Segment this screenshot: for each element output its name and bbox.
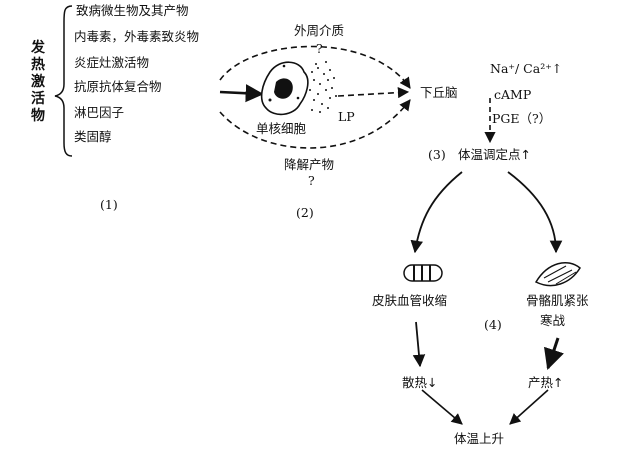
stage-4-number: (4) [484, 317, 502, 332]
stage-1-number: (1) [100, 197, 118, 212]
right-branch-arrow [507, 171, 563, 254]
left-branch-arrow [410, 171, 463, 254]
degradation-product-label: 降解产物 [284, 157, 335, 172]
shivering-label: 寒战 [540, 313, 566, 328]
activator-item-2: 内毒素，外毒素致炎物 [74, 29, 200, 44]
gain-to-rise-arrow [509, 389, 549, 425]
monocyte-label: 单核细胞 [256, 121, 307, 136]
peripheral-mediator-question: ? [316, 41, 323, 56]
heat-loss-label: 散热↓ [402, 375, 438, 390]
muscle-icon [534, 262, 581, 287]
activator-item-6: 类固醇 [74, 129, 112, 144]
activator-item-5: 淋巴因子 [74, 105, 125, 120]
loss-to-rise-arrow [421, 389, 463, 425]
degradation-product-question: ? [308, 173, 315, 188]
vessel-icon [403, 264, 443, 282]
activator-group-label: 发热激活物 [31, 40, 45, 124]
activator-arrow [219, 84, 264, 103]
peripheral-mediator-label: 外周介质 [294, 23, 345, 38]
skin-vessel-constriction-label: 皮肤血管收缩 [372, 293, 448, 308]
heat-gain-arrow [544, 337, 564, 370]
heat-gain-label: 产热↑ [528, 375, 564, 390]
activator-brace [54, 5, 73, 157]
lp-dashed-arrow [337, 86, 410, 99]
monocyte-cell-icon [260, 61, 309, 116]
hypothalamus-label: 下丘脑 [420, 85, 458, 100]
mediator-camp: cAMP [494, 87, 532, 102]
mediator-ions: Na⁺/ Ca²⁺↑ [490, 61, 563, 76]
activator-item-1: 致病微生物及其产物 [76, 3, 189, 18]
lp-dots-icon [309, 61, 337, 113]
lp-label: LP [338, 109, 355, 124]
muscle-tension-label: 骨骼肌紧张 [526, 293, 589, 308]
top-dashed-arc [219, 45, 411, 89]
temperature-rise-label: 体温上升 [454, 431, 505, 446]
stage-3-number: (3) [428, 147, 446, 162]
heat-loss-arrow [412, 321, 426, 368]
stage-2-number: (2) [296, 205, 314, 220]
set-point-label: 体温调定点↑ [458, 147, 531, 162]
activator-item-3: 炎症灶激活物 [74, 55, 150, 70]
activator-item-4: 抗原抗体复合物 [74, 79, 162, 94]
mediator-pge: PGE（?） [492, 111, 552, 126]
bottom-dashed-arc [219, 99, 411, 149]
